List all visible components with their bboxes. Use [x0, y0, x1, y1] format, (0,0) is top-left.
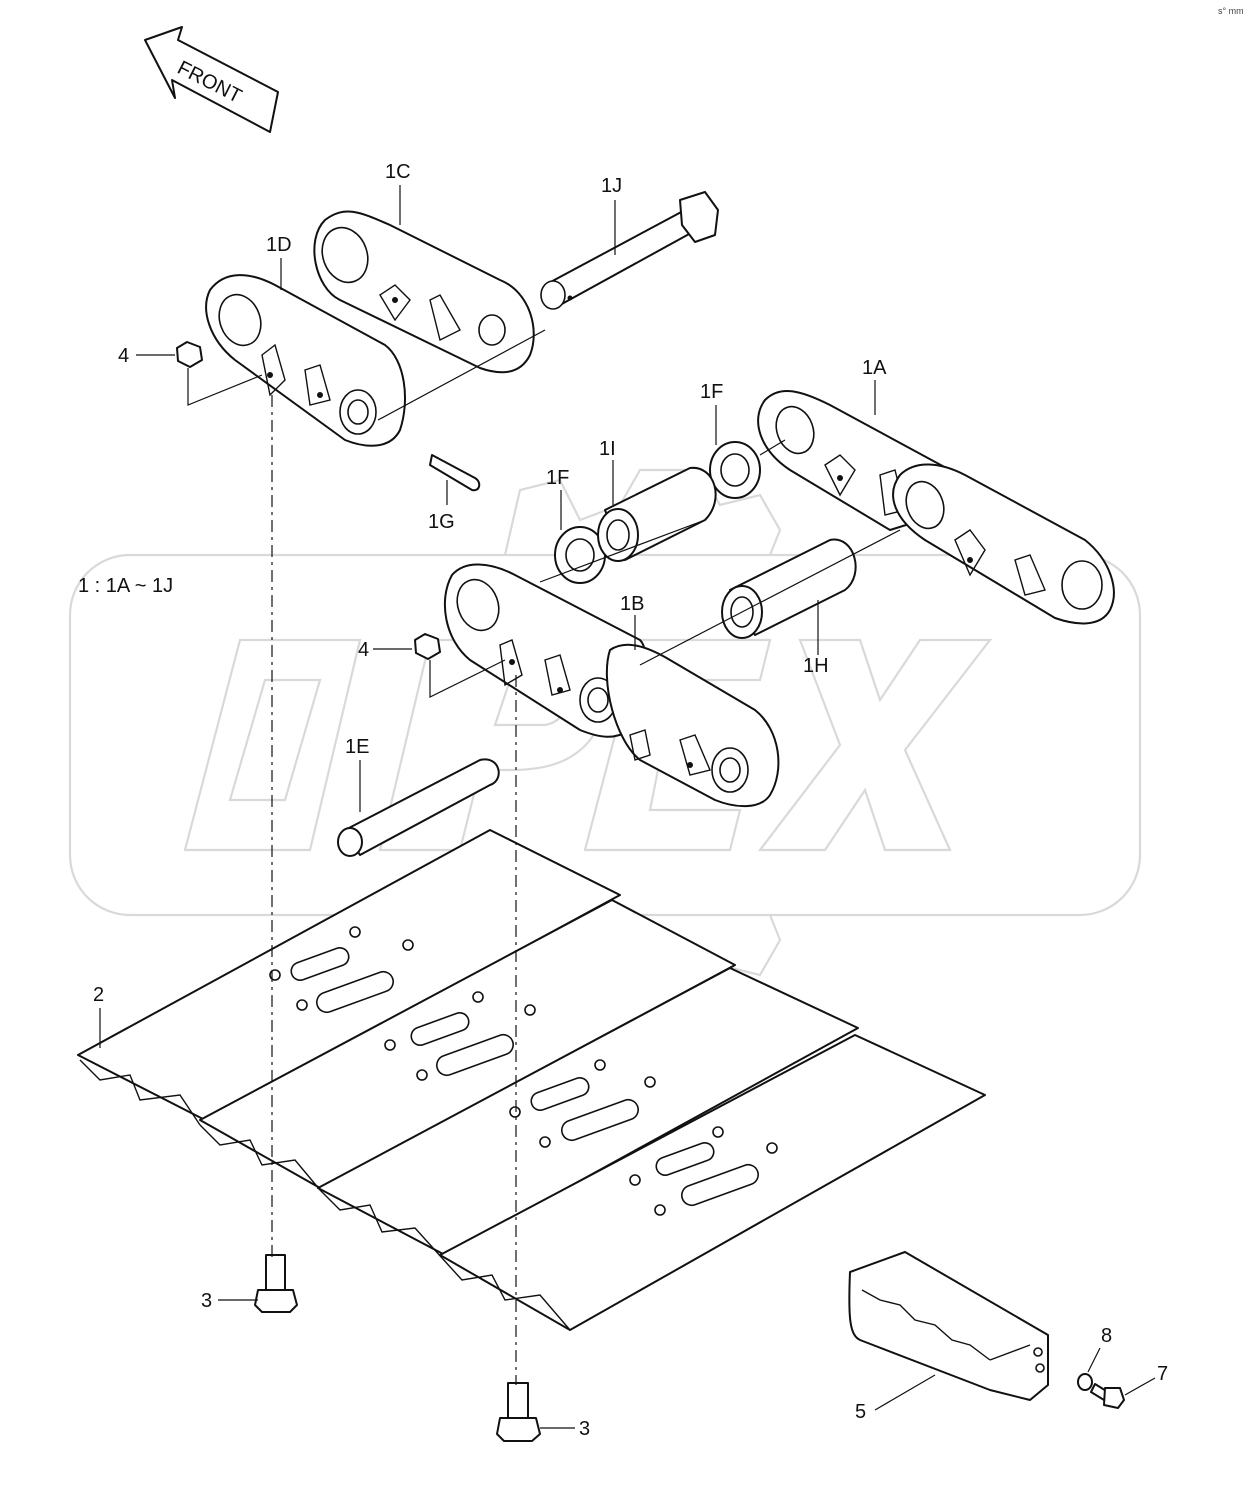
track-link-lower — [605, 643, 780, 808]
bolt-7 — [1090, 1383, 1125, 1409]
label-4-mid: 4 — [358, 639, 369, 661]
label-1c: 1C — [385, 161, 411, 183]
washer-8 — [1077, 1373, 1093, 1391]
label-1j: 1J — [601, 175, 622, 197]
label-7: 7 — [1157, 1363, 1168, 1385]
label-1i: 1I — [599, 438, 616, 460]
track-guard-5 — [848, 1251, 1049, 1401]
label-1d: 1D — [266, 234, 292, 256]
nut-4-top — [176, 341, 203, 368]
label-1f-right: 1F — [700, 381, 723, 403]
seal-1f-right — [709, 441, 761, 499]
label-3-right: 3 — [579, 1418, 590, 1440]
label-1g: 1G — [428, 511, 455, 533]
label-1f-left: 1F — [546, 467, 569, 489]
bolt-3-right — [496, 1382, 541, 1442]
master-pin-1j — [540, 191, 719, 310]
track-pin-1e — [337, 758, 500, 857]
label-8: 8 — [1101, 1325, 1112, 1347]
label-2: 2 — [93, 984, 104, 1006]
corner-mark: s° mm — [1218, 6, 1243, 16]
track-link-right — [892, 463, 1115, 625]
front-direction-arrow: FRONT — [144, 26, 279, 133]
track-link-1c — [313, 210, 535, 374]
track-shoe-plates-2 — [77, 829, 986, 1331]
nut-4-mid — [414, 633, 441, 660]
label-1e: 1E — [345, 736, 369, 758]
track-link-1d — [205, 274, 406, 447]
seal-1f-left — [554, 526, 606, 584]
label-4-top: 4 — [118, 345, 129, 367]
part-labels: 1C 1J 1D 4 1A 1F 1I 1F 1G 1B 4 1H 1E 2 3… — [93, 161, 1168, 1440]
label-1h: 1H — [803, 655, 829, 677]
label-3-left: 3 — [201, 1290, 212, 1312]
bolt-3-left — [254, 1254, 298, 1313]
bushing-1i — [597, 466, 717, 562]
label-5: 5 — [855, 1401, 866, 1423]
label-1a: 1A — [862, 357, 887, 379]
leader-lines — [99, 185, 1156, 1429]
label-1b: 1B — [620, 593, 644, 615]
range-note: 1 : 1A ~ 1J — [78, 575, 173, 597]
cotter-pin-1g — [429, 454, 481, 492]
plate-holes — [269, 926, 778, 1216]
